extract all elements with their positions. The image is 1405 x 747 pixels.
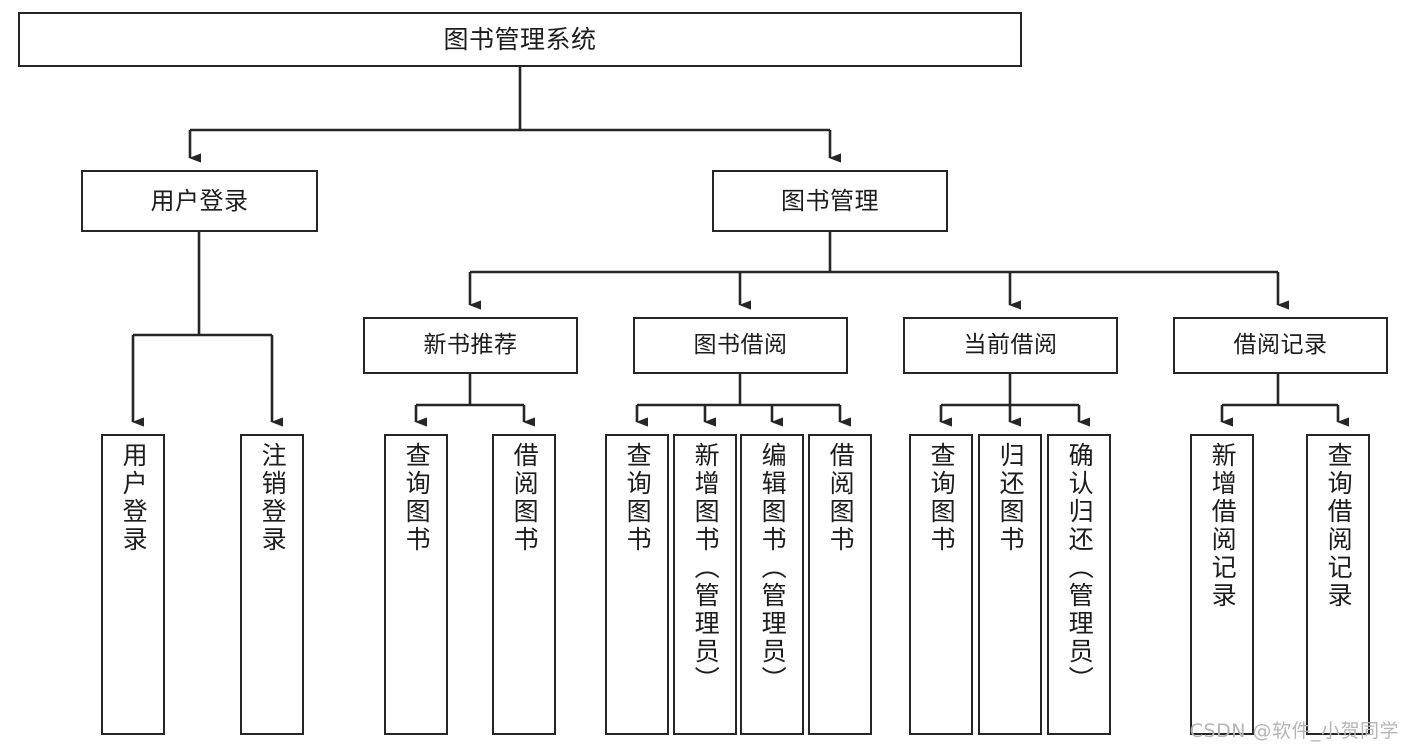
leaf-query-book-recommend[interactable]: 查询图书 [384,434,448,735]
node-new-book-recommend[interactable]: 新书推荐 [363,317,578,374]
node-label: 查询图书 [402,442,432,554]
node-label: 新增借阅记录 [1208,442,1238,610]
leaf-borrow-book[interactable]: 借阅图书 [808,434,872,735]
node-label: 图书借阅 [693,331,788,358]
node-label: 新书推荐 [423,331,518,358]
node-label: 注销登录 [258,442,288,554]
leaf-confirm-return-admin[interactable]: 确认归还（管理员） [1047,434,1111,735]
leaf-query-book[interactable]: 查询图书 [605,434,669,735]
node-borrow-records[interactable]: 借阅记录 [1173,317,1388,374]
node-label: 借阅图书 [826,442,856,554]
node-current-borrow[interactable]: 当前借阅 [903,317,1118,374]
node-label: 借阅图书 [510,442,540,554]
leaf-query-book-current[interactable]: 查询图书 [909,434,973,735]
node-label: 用户登录 [119,442,149,554]
leaf-logout[interactable]: 注销登录 [240,434,304,735]
node-label: 确认归还（管理员） [1065,442,1095,694]
node-label: 借阅记录 [1233,331,1328,358]
leaf-edit-book-admin[interactable]: 编辑图书（管理员） [740,434,804,735]
node-label: 用户登录 [150,186,249,215]
node-root[interactable]: 图书管理系统 [18,12,1022,67]
watermark: CSDN @软件_小贺同学 [1189,720,1399,742]
node-user-login[interactable]: 用户登录 [81,170,318,232]
leaf-user-login[interactable]: 用户登录 [101,434,165,735]
node-label: 新增图书（管理员） [691,442,721,694]
leaf-add-book-admin[interactable]: 新增图书（管理员） [673,434,737,735]
node-label: 编辑图书（管理员） [758,442,788,694]
leaf-query-borrow-record[interactable]: 查询借阅记录 [1306,434,1370,735]
leaf-borrow-book-recommend[interactable]: 借阅图书 [492,434,556,735]
leaf-return-book[interactable]: 归还图书 [978,434,1042,735]
leaf-add-borrow-record[interactable]: 新增借阅记录 [1190,434,1254,735]
node-label: 归还图书 [996,442,1026,554]
node-label: 当前借阅 [963,331,1058,358]
node-label: 查询图书 [623,442,653,554]
node-label: 查询图书 [927,442,957,554]
node-label: 图书管理系统 [443,24,597,54]
node-book-borrow[interactable]: 图书借阅 [633,317,848,374]
node-label: 查询借阅记录 [1324,442,1354,610]
node-label: 图书管理 [781,186,879,215]
node-book-management[interactable]: 图书管理 [712,170,948,232]
